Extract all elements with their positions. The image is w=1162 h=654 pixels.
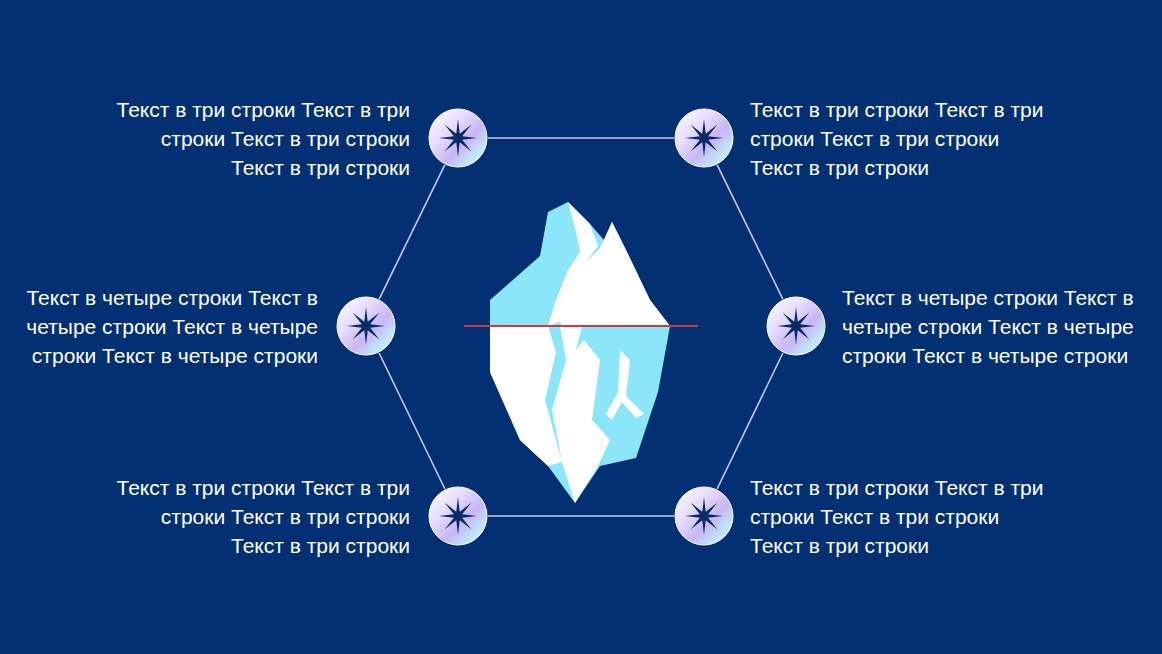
text-wrap: Текст в четыре строки Текст в четыре стр… (16, 283, 318, 370)
compass-star (777, 307, 815, 345)
node-text: Текст в три строки Текст в три строки Те… (108, 95, 410, 182)
orb-node: Текст в три строки Текст в три строки Те… (674, 108, 734, 168)
compass-star (685, 497, 723, 535)
orb-node: Текст в три строки Текст в три строки Те… (428, 108, 488, 168)
node-text: Текст в четыре строки Текст в четыре стр… (16, 283, 318, 370)
orb-node: Текст в три строки Текст в три строки Те… (674, 486, 734, 546)
text-wrap: Текст в четыре строки Текст в четыре стр… (842, 283, 1144, 370)
compass-orb (674, 108, 734, 168)
text-wrap: Текст в три строки Текст в три строки Те… (750, 473, 1052, 560)
text-wrap: Текст в три строки Текст в три строки Те… (108, 95, 410, 182)
compass-star (685, 119, 723, 157)
node-text: Текст в четыре строки Текст в четыре стр… (842, 283, 1144, 370)
compass-star (347, 307, 385, 345)
compass-orb (674, 486, 734, 546)
hexagon-edge (379, 353, 445, 489)
orb-circle (675, 487, 733, 545)
hexagon-edge (717, 165, 783, 299)
node-text: Текст в три строки Текст в три строки Те… (750, 473, 1052, 560)
orb-node: Текст в три строки Текст в три строки Те… (428, 486, 488, 546)
orb-circle (429, 487, 487, 545)
hexagon-edge (379, 165, 445, 299)
orb-node: Текст в четыре строки Текст в четыре стр… (766, 296, 826, 356)
hexagon-edge (717, 353, 783, 489)
node-text: Текст в три строки Текст в три строки Те… (750, 95, 1052, 182)
orb-circle (767, 297, 825, 355)
orb-circle (675, 109, 733, 167)
hexagon-edge (488, 515, 674, 517)
text-wrap: Текст в три строки Текст в три строки Те… (108, 473, 410, 560)
compass-star (439, 119, 477, 157)
compass-orb (428, 108, 488, 168)
iceberg-face (552, 326, 610, 503)
orb-circle (429, 109, 487, 167)
iceberg-face (490, 326, 562, 466)
orb-node: Текст в четыре строки Текст в четыре стр… (336, 296, 396, 356)
iceberg-body (490, 202, 670, 503)
iceberg-crack (606, 350, 644, 420)
node-text: Текст в три строки Текст в три строки Те… (108, 473, 410, 560)
hexagon-edge (488, 137, 674, 139)
text-wrap: Текст в три строки Текст в три строки Те… (750, 95, 1052, 182)
compass-orb (766, 296, 826, 356)
compass-orb (428, 486, 488, 546)
orb-circle (337, 297, 395, 355)
compass-orb (336, 296, 396, 356)
compass-star (439, 497, 477, 535)
waterline (464, 325, 698, 327)
